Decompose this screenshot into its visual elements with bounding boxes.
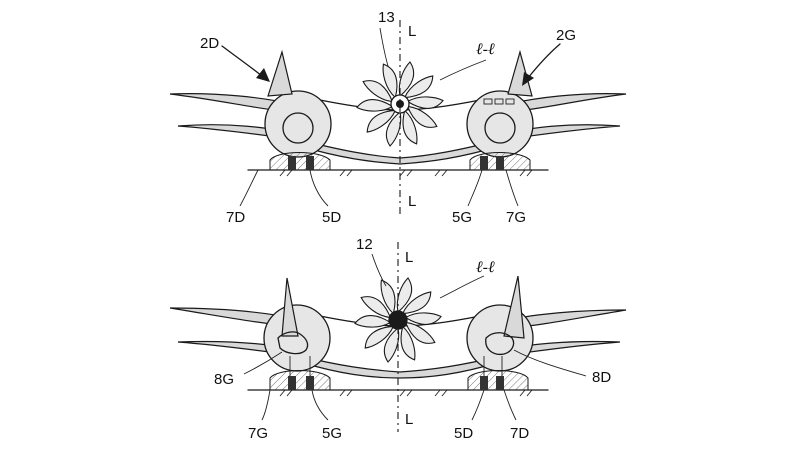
left-engine-nacelle: [264, 90, 332, 158]
label-axis-top-2: L: [408, 193, 416, 210]
fan-blade: [383, 326, 400, 363]
left-gear-wheel-a: [288, 156, 296, 170]
fan-blade: [403, 75, 434, 99]
fan-blade: [406, 96, 444, 109]
label-gear-7g-b: 7G: [248, 425, 268, 442]
fan-blade: [404, 312, 442, 325]
label-left-aircraft: 2D: [200, 35, 219, 52]
fan-12: [354, 277, 442, 363]
fan-blade: [354, 315, 392, 328]
label-axis-top-1: L: [408, 23, 416, 40]
fan-blade: [356, 99, 394, 112]
label-fan-bottom: 12: [356, 236, 373, 253]
left-fin: [267, 49, 293, 97]
label-mount-8d: 8D: [592, 369, 611, 386]
right-engine-intake: [484, 112, 516, 144]
fan-blade: [402, 109, 418, 145]
fan-13: [356, 61, 444, 147]
label-mount-8g: 8G: [214, 371, 234, 388]
label-gear-5d: 5D: [322, 209, 341, 226]
label-axis-bottom-1: L: [405, 249, 413, 266]
fan-blade: [360, 296, 392, 319]
right-fin-b: [503, 275, 525, 339]
right-engine-nacelle: [466, 90, 534, 158]
fan-blade: [401, 291, 432, 315]
fan-blade: [380, 279, 396, 315]
left-engine-intake: [282, 112, 314, 144]
right-fin: [507, 49, 533, 97]
fan-blade: [406, 105, 438, 128]
center-band-b: [299, 355, 501, 379]
left-gear-fairing-b: [269, 370, 331, 391]
left-gear-wheel-b: [306, 156, 314, 170]
right-engine-vents: [483, 98, 515, 105]
right-gear-wheel-a: [480, 156, 488, 170]
label-plane-bottom: ℓ-ℓ: [476, 259, 495, 276]
top-figure: 13 L ℓ-ℓ 2D 2G L 7D 5D 5G 7G: [169, 9, 627, 226]
label-gear-5d-b: 5D: [454, 425, 473, 442]
bottom-figure: 12 L ℓ-ℓ 8G 8D L 7G 5G 5D 7D: [169, 236, 627, 442]
label-gear-5g: 5G: [452, 209, 472, 226]
label-gear-7g: 7G: [506, 209, 526, 226]
left-fin-b: [281, 277, 299, 337]
label-gear-5g-b: 5G: [322, 425, 342, 442]
fan-blade: [362, 80, 394, 103]
label-gear-7d-b: 7D: [510, 425, 529, 442]
right-gear-wheel-b: [496, 156, 504, 170]
label-plane-top: ℓ-ℓ: [476, 41, 495, 58]
left-engine-nacelle-b: [263, 304, 331, 372]
ground-hatching: [279, 169, 533, 177]
label-gear-7d: 7D: [226, 209, 245, 226]
right-mount-8d: [485, 332, 515, 356]
left-gear-fairing: [269, 152, 331, 171]
fan-blade: [364, 325, 395, 349]
left-mount-8g: [277, 331, 309, 355]
label-right-aircraft: 2G: [556, 27, 576, 44]
fan-blade: [382, 63, 398, 99]
ground-hatching-bottom: [279, 389, 533, 397]
fan-blade: [366, 109, 397, 133]
fan-blade: [404, 321, 436, 344]
label-axis-bottom-2: L: [405, 411, 413, 428]
fan-blade: [400, 325, 416, 361]
label-fan-top: 13: [378, 9, 395, 26]
